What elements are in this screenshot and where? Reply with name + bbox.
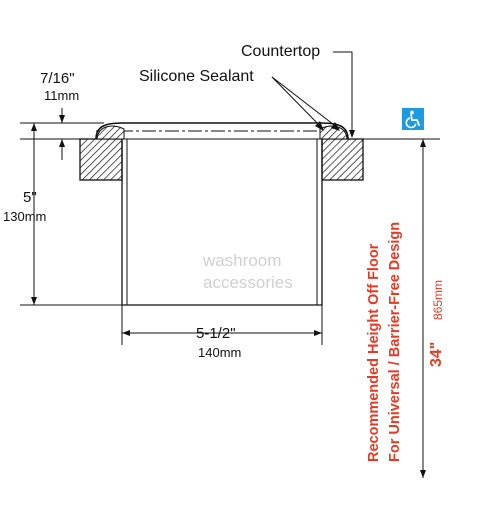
width-dimension-mm: 140mm bbox=[198, 345, 242, 360]
lip-dimension-mm: 11mm bbox=[44, 88, 80, 103]
sealant-arrow-left bbox=[315, 121, 324, 131]
basin-outline bbox=[121, 139, 323, 306]
countertop-leader-arrow bbox=[349, 130, 355, 138]
depth-arrow-top bbox=[31, 123, 37, 131]
depth-dimension-mm: 130mm bbox=[3, 209, 47, 224]
countertop-left-block bbox=[79, 138, 123, 181]
sealant-leader-left bbox=[271, 76, 323, 129]
sealant-arrow-right bbox=[331, 122, 340, 131]
height-arrow-top bbox=[420, 139, 426, 147]
watermark-line-2: accessories bbox=[203, 273, 293, 292]
watermark: washroom accessories bbox=[203, 250, 293, 294]
width-arrow-left bbox=[122, 330, 130, 336]
sealant-leader-right bbox=[271, 76, 339, 129]
recommended-height-line-1: Recommended Height Off Floor bbox=[366, 243, 382, 462]
countertop-label: Countertop bbox=[241, 43, 321, 60]
height-dimension-inches: 34" bbox=[428, 341, 445, 367]
lip-dimension-inches: 7/16" bbox=[40, 70, 75, 87]
depth-arrow-bottom bbox=[31, 297, 37, 305]
height-arrow-bottom bbox=[420, 470, 426, 478]
width-arrow-right bbox=[314, 330, 322, 336]
sealant-left bbox=[96, 125, 125, 140]
width-dimension-inches: 5-1/2" bbox=[196, 325, 236, 342]
lip-arrow-upper bbox=[59, 115, 65, 123]
basin-rim bbox=[95, 122, 349, 140]
countertop-leader bbox=[333, 51, 353, 137]
countertop-right-block bbox=[321, 138, 364, 181]
lip-arrow-lower bbox=[59, 139, 65, 147]
depth-dimension-inches: 5" bbox=[23, 189, 37, 206]
watermark-line-1: washroom bbox=[203, 251, 282, 270]
wheelchair-icon bbox=[402, 108, 424, 130]
silicone-sealant-label: Silicone Sealant bbox=[139, 68, 254, 85]
recommended-height-line-2: For Universal / Barrier-Free Design bbox=[387, 221, 403, 462]
height-dimension-mm: 865mm bbox=[431, 279, 445, 320]
